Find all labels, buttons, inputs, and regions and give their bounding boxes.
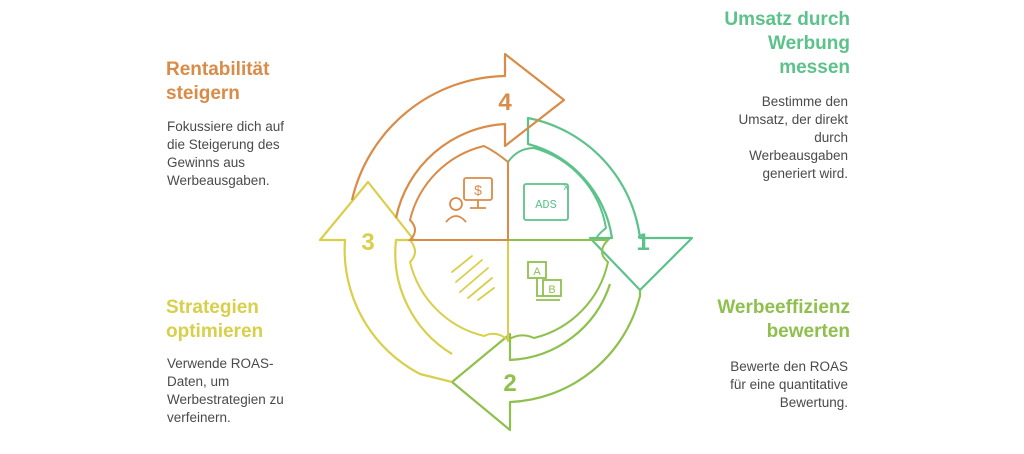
- step-1-title: Umsatz durch Werbung messen: [724, 9, 850, 78]
- svg-text:x: x: [564, 182, 569, 193]
- step-3-description: Verwende ROAS- Daten, um Werbestrategien…: [167, 356, 284, 425]
- step-4-description: Fokussiere dich auf die Steigerung des G…: [167, 119, 285, 188]
- step-number-4: 4: [498, 89, 512, 116]
- inner-quadrants: [407, 144, 611, 343]
- step-number-3: 3: [361, 229, 374, 256]
- optimization-stripes-icon: [451, 255, 495, 301]
- svg-text:$: $: [474, 182, 482, 198]
- step-3-title: Strategien optimieren: [166, 297, 264, 342]
- step-number-1: 1: [636, 229, 649, 256]
- quadrant-top-right: [507, 146, 608, 241]
- person-dollar-screen-icon: $: [445, 177, 493, 223]
- step-1-description: Bestimme den Umsatz, der direkt durch We…: [738, 94, 848, 181]
- ads-screen-icon: ADS x: [523, 182, 569, 221]
- cycle-arrow-2: [450, 283, 642, 432]
- svg-text:ADS: ADS: [535, 198, 557, 212]
- ab-test-icon: A B: [527, 261, 562, 301]
- quadrant-top-left: [407, 144, 509, 241]
- cycle-arrow-4: [350, 52, 566, 219]
- step-4-title: Rentabilität steigern: [166, 59, 270, 104]
- quadrant-bottom-right: [507, 239, 611, 342]
- step-2-description: Bewerte den ROAS für eine quantitative B…: [730, 359, 848, 410]
- svg-text:A: A: [533, 266, 541, 278]
- quadrant-bottom-left: [407, 239, 509, 343]
- cycle-arrow-3: [318, 180, 453, 384]
- step-2-title: Werbeeffizienz bewerten: [717, 297, 850, 342]
- svg-text:B: B: [548, 284, 555, 296]
- step-number-2: 2: [503, 370, 516, 397]
